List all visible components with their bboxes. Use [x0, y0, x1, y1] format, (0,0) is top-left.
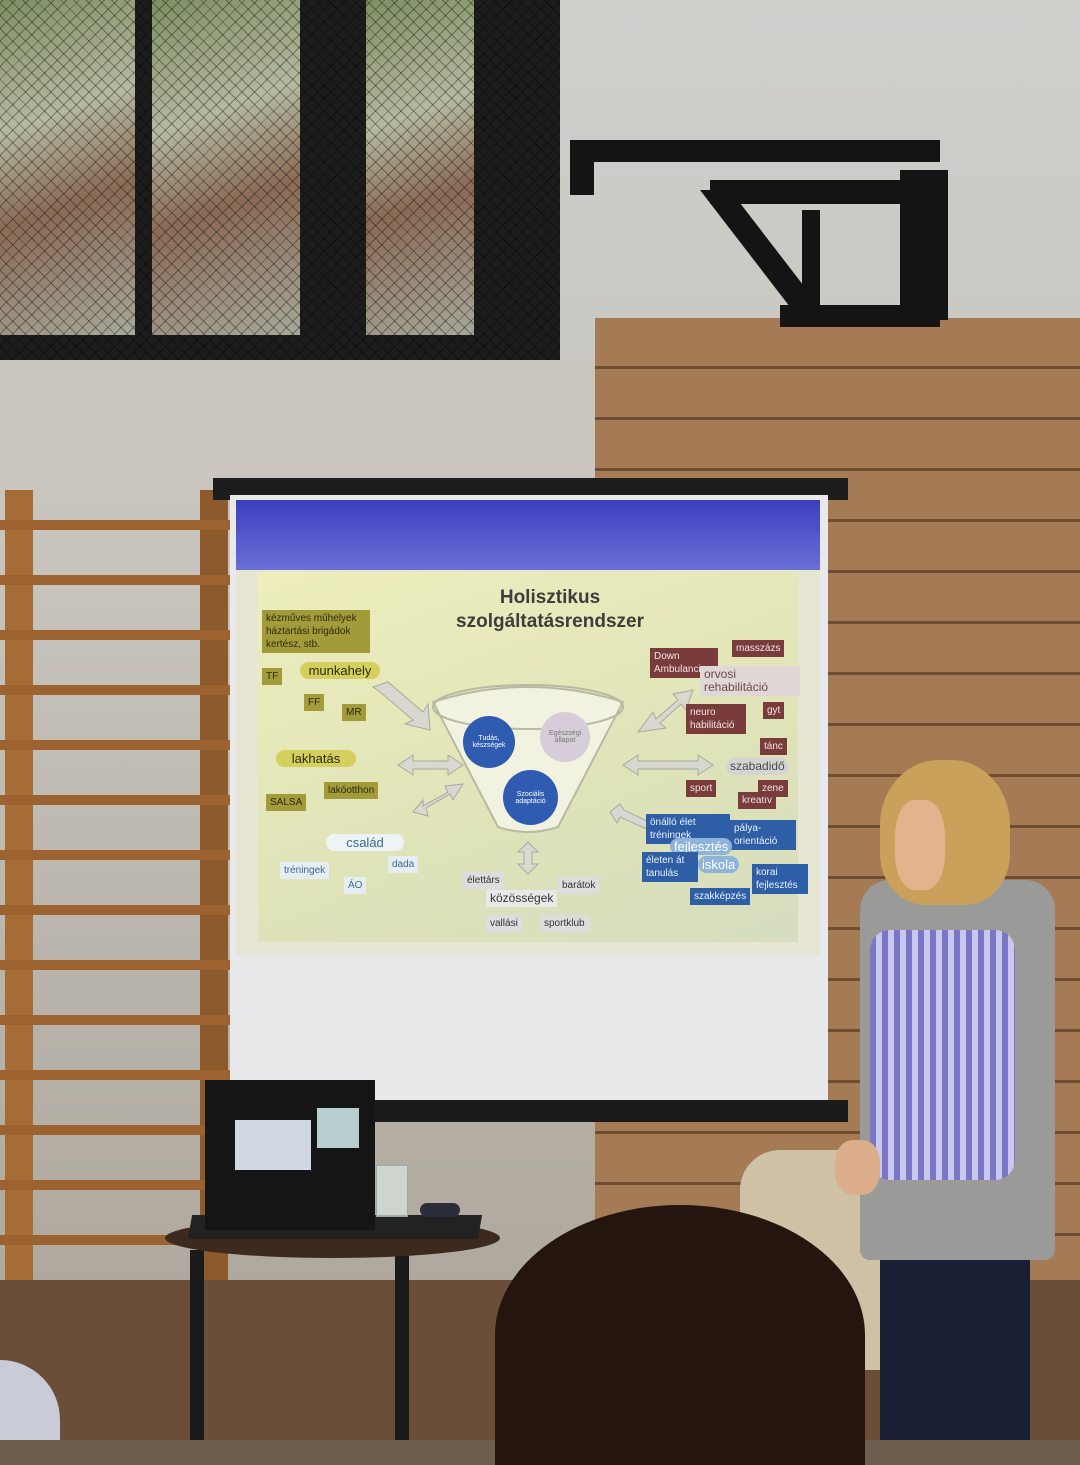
safety-net [0, 0, 560, 360]
window-pane [0, 0, 135, 335]
wall-bracket [570, 140, 948, 327]
screen-housing [213, 478, 848, 500]
tag-kezmuves: kézműves műhelyek háztartási brigádok ke… [262, 610, 370, 653]
projected-slide: Holisztikus szolgáltatásrendszer Tudás, … [236, 500, 820, 955]
tag-neuro: neuro habilitáció [686, 704, 746, 734]
audience-head [495, 1205, 865, 1465]
sticky-note [317, 1108, 359, 1148]
tag-line: háztartási brigádok [266, 626, 351, 637]
tag-lakootthon: lakóotthon [324, 782, 379, 799]
laptop-screen [235, 1120, 311, 1170]
tag-gyt: gyt [763, 702, 785, 719]
table-leg [190, 1250, 204, 1440]
tag-zene: zene [758, 780, 788, 797]
computer-mouse [420, 1203, 460, 1217]
tag-mr: MR [342, 704, 366, 721]
window-pane [152, 0, 300, 335]
tag-csalad: család [326, 834, 404, 851]
circle-szocialis: Szociális adaptáció [503, 770, 558, 825]
tag-ao: ÁO [344, 877, 367, 894]
tag-baratok: barátok [558, 877, 600, 894]
presenter-shirt-sleeve [870, 930, 1015, 1180]
window-pane [366, 0, 474, 335]
slide-body: Holisztikus szolgáltatásrendszer Tudás, … [258, 572, 808, 942]
circle-egeszsegi: Egészségi állapot [540, 712, 590, 762]
presenter-hand [835, 1140, 880, 1195]
window [0, 0, 560, 360]
wall-lower [0, 360, 600, 500]
presenter-pants [880, 1245, 1030, 1440]
slide-title-line1: Holisztikus [499, 587, 601, 608]
tag-palya: pálya-orientáció [730, 820, 796, 850]
tag-munkahely: munkahely [300, 662, 380, 679]
tag-salsa: SALSA [266, 794, 307, 811]
tag-eleten: életen át tanulás [642, 852, 698, 882]
tag-masszazs: masszázs [732, 640, 785, 657]
tag-line: kézműves műhelyek [266, 613, 357, 624]
circle-tudas: Tudás, készségek [463, 716, 515, 768]
tag-dada: dada [388, 856, 419, 873]
tag-elettars: élettárs [463, 872, 504, 889]
laptop [205, 1080, 375, 1230]
tag-tanc: tánc [760, 738, 787, 755]
tag-vallasi: vallási [486, 915, 522, 932]
tag-fejlesztes: fejlesztés [670, 838, 733, 855]
water-glass [376, 1165, 408, 1217]
tag-iskola: iskola [698, 856, 740, 873]
tag-tf: TF [262, 668, 283, 685]
slide-title: Holisztikus szolgáltatásrendszer [258, 586, 842, 634]
presenter-face [895, 800, 945, 890]
slide-header-band [236, 500, 820, 570]
tag-szakkepzes: szakképzés [690, 888, 751, 905]
table-leg [395, 1250, 409, 1440]
tag-sport: sport [686, 780, 717, 797]
tag-lakhatas: lakhatás [276, 750, 356, 767]
tag-orvosi: orvosi rehabilitáció [700, 666, 800, 696]
tag-szabadido: szabadidő [726, 758, 789, 775]
slide-title-line2: szolgáltatásrendszer [456, 611, 644, 632]
tag-line: kertész, stb. [266, 639, 320, 650]
tag-sportklub: sportklub [540, 915, 589, 932]
tag-kozossegek: közösségek [486, 890, 558, 907]
tag-treningek: tréningek [280, 862, 330, 879]
screen-bottom-bar [218, 1100, 848, 1122]
tag-korai: korai fejlesztés [752, 864, 808, 894]
tag-ff: FF [304, 694, 325, 711]
